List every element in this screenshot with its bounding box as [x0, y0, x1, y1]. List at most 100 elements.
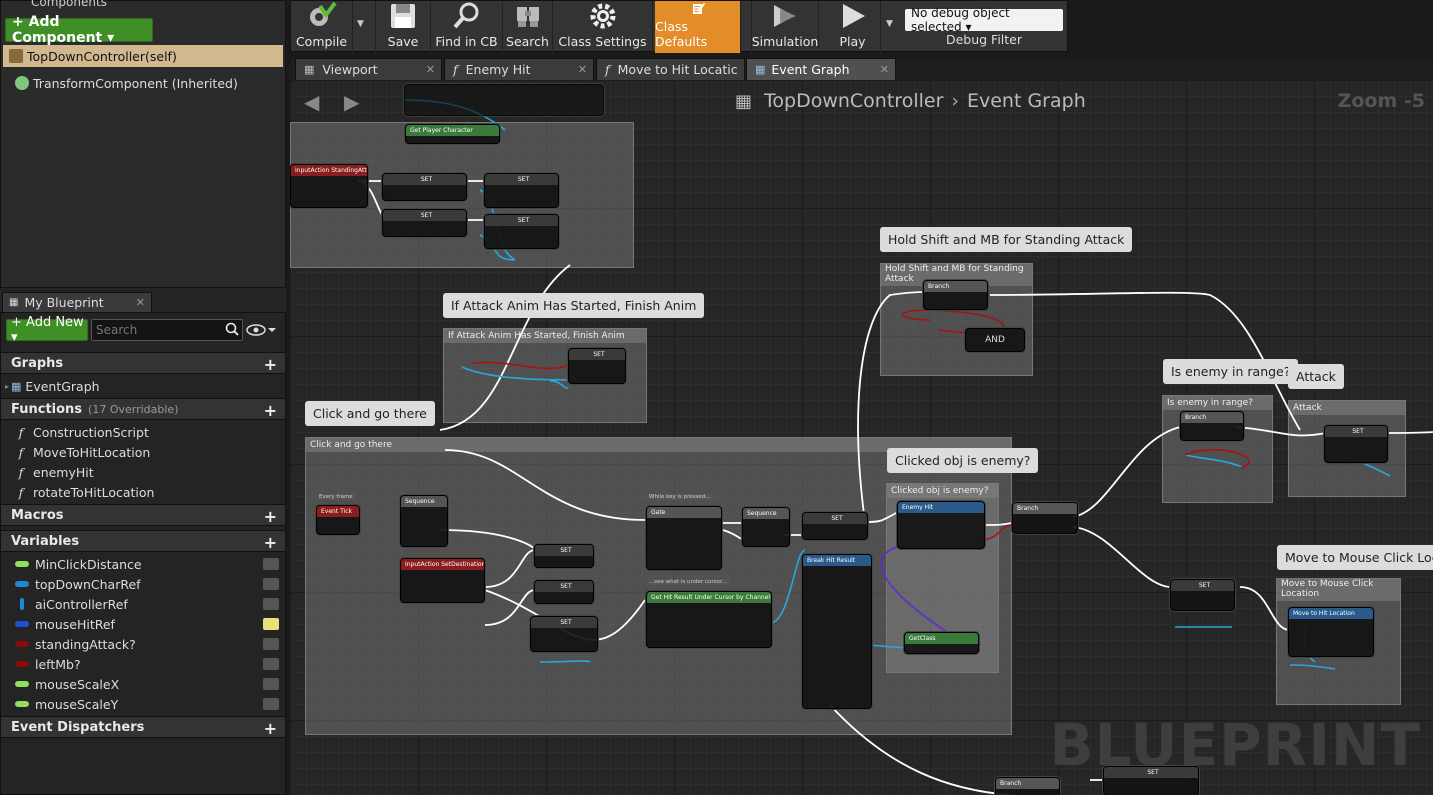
find-in-cb-button[interactable]: Find in CB: [431, 1, 503, 53]
graph-node-input-set-destination[interactable]: InputAction SetDestination: [400, 558, 485, 603]
compile-button[interactable]: Compile: [291, 1, 353, 53]
section-variables[interactable]: Variables+: [1, 530, 285, 552]
graph-node-and[interactable]: AND: [965, 328, 1025, 352]
graph-node-branch[interactable]: Branch: [923, 280, 988, 310]
visibility-toggle[interactable]: [263, 698, 279, 710]
breadcrumb-item[interactable]: TopDownController: [764, 90, 944, 112]
tab-viewport[interactable]: ▦ Viewport✕: [295, 58, 442, 80]
graph-node-event-tick[interactable]: Event Tick: [316, 505, 360, 535]
comment-bubble[interactable]: Click and go there: [305, 401, 435, 426]
eye-icon[interactable]: [246, 322, 276, 338]
variable-item[interactable]: topDownCharRef: [1, 574, 285, 594]
variable-item[interactable]: MinClickDistance: [1, 554, 285, 574]
tab-event-graph[interactable]: ▦ Event Graph✕: [746, 58, 896, 80]
add-function-icon[interactable]: +: [263, 401, 277, 420]
graph-node-move-to-hit-location[interactable]: Move to Hit Location: [1288, 607, 1374, 657]
graph-node-branch[interactable]: Branch: [995, 777, 1060, 795]
add-variable-icon[interactable]: +: [263, 533, 277, 552]
graph-node-get-hit-result[interactable]: Get Hit Result Under Cursor by Channel: [646, 591, 772, 648]
comment-bubble[interactable]: Attack: [1288, 364, 1344, 389]
component-item-transform[interactable]: TransformComponent (Inherited): [3, 72, 283, 94]
add-dispatcher-icon[interactable]: +: [263, 719, 277, 738]
comment-bubble[interactable]: Hold Shift and MB for Standing Attack: [880, 227, 1133, 252]
visibility-toggle[interactable]: [263, 618, 279, 630]
chevron-down-icon[interactable]: ▼: [357, 19, 364, 29]
graph-node-branch[interactable]: Branch: [1180, 411, 1244, 441]
section-event-dispatchers[interactable]: Event Dispatchers+: [1, 716, 285, 738]
component-item-self[interactable]: TopDownController(self): [3, 45, 283, 67]
simulation-button[interactable]: Simulation: [751, 1, 819, 53]
chevron-down-icon[interactable]: ▼: [886, 19, 893, 29]
add-graph-icon[interactable]: +: [263, 355, 277, 374]
graph-node-gate[interactable]: Gate: [646, 506, 722, 570]
forward-arrow-icon[interactable]: ▶: [344, 90, 360, 114]
graph-node-get-class[interactable]: GetClass: [904, 632, 979, 654]
section-macros[interactable]: Macros+: [1, 504, 285, 526]
graph-node-set[interactable]: SET: [484, 214, 559, 249]
add-new-button[interactable]: + Add New ▾: [6, 315, 88, 345]
comment-bubble[interactable]: Is enemy in range?: [1163, 359, 1299, 384]
tab-my-blueprint[interactable]: ▦ My Blueprint ✕: [2, 292, 152, 312]
variable-item[interactable]: mouseHitRef: [1, 614, 285, 634]
graph-node[interactable]: [404, 84, 604, 116]
tab-move-to-hit-location[interactable]: f Move to Hit Locatic: [596, 58, 745, 80]
graph-node-sequence[interactable]: Sequence: [742, 507, 790, 547]
graph-node-set[interactable]: SET: [1324, 425, 1388, 463]
variable-item[interactable]: aiControllerRef: [1, 594, 285, 614]
add-macro-icon[interactable]: +: [263, 507, 277, 526]
visibility-toggle[interactable]: [263, 678, 279, 690]
section-graphs[interactable]: Graphs+: [1, 352, 285, 374]
expand-arrow-icon[interactable]: ▸: [5, 381, 10, 391]
class-defaults-button[interactable]: Class Defaults: [655, 1, 741, 53]
close-icon[interactable]: ✕: [879, 63, 889, 76]
add-component-button[interactable]: + Add Component ▾: [5, 14, 153, 46]
tab-enemy-hit[interactable]: f Enemy Hit✕: [444, 58, 594, 80]
graph-node-set[interactable]: SET: [382, 209, 467, 237]
graph-node-set[interactable]: SET: [484, 173, 559, 208]
graph-node-get-player-character[interactable]: Get Player Character: [405, 124, 500, 144]
graph-node-break-hit-result[interactable]: Break Hit Result: [802, 554, 872, 709]
visibility-toggle[interactable]: [263, 558, 279, 570]
graph-node-set[interactable]: SET: [1103, 766, 1199, 795]
search-icon[interactable]: [225, 322, 239, 336]
comment-bubble[interactable]: If Attack Anim Has Started, Finish Anim: [443, 293, 705, 318]
variable-item[interactable]: standingAttack?: [1, 634, 285, 654]
graph-node-set[interactable]: SET: [802, 512, 868, 540]
search-input[interactable]: [91, 319, 243, 341]
debug-object-select[interactable]: No debug object selected ▾: [905, 6, 1063, 34]
graph-node-set[interactable]: SET: [530, 616, 598, 652]
variable-item[interactable]: mouseScaleX: [1, 674, 285, 694]
graph-node-set[interactable]: SET: [534, 544, 594, 568]
graph-node-enemy-hit[interactable]: Enemy Hit: [897, 501, 985, 549]
variable-item[interactable]: leftMb?: [1, 654, 285, 674]
graph-node-set[interactable]: SET: [382, 173, 467, 201]
save-button[interactable]: Save: [375, 1, 431, 53]
visibility-toggle[interactable]: [263, 598, 279, 610]
graph-node-branch[interactable]: Branch: [1012, 502, 1078, 534]
comment-bubble[interactable]: Clicked obj is enemy?: [887, 448, 1039, 473]
close-icon[interactable]: ✕: [135, 296, 145, 309]
graph-node-set[interactable]: SET: [534, 580, 594, 604]
back-arrow-icon[interactable]: ◀: [304, 90, 320, 114]
close-icon[interactable]: ✕: [425, 63, 435, 76]
play-button[interactable]: Play: [825, 1, 881, 53]
visibility-toggle[interactable]: [263, 658, 279, 670]
graph-item-eventgraph[interactable]: ▸ ▦ EventGraph: [1, 376, 285, 396]
close-icon[interactable]: ✕: [577, 63, 587, 76]
event-graph-canvas[interactable]: Hold Shift and MB for Standing Attack If…: [290, 80, 1433, 795]
class-settings-button[interactable]: Class Settings: [553, 1, 653, 53]
variable-item[interactable]: mouseScaleY: [1, 694, 285, 714]
graph-node-sequence[interactable]: Sequence: [400, 495, 448, 547]
graph-node-set[interactable]: SET: [1170, 579, 1235, 611]
comment-bubble[interactable]: Move to Mouse Click Loca: [1277, 545, 1433, 570]
visibility-toggle[interactable]: [263, 578, 279, 590]
search-button[interactable]: Search: [503, 1, 553, 53]
section-functions[interactable]: Functions(17 Overridable)+: [1, 398, 285, 420]
visibility-toggle[interactable]: [263, 638, 279, 650]
graph-node-set[interactable]: SET: [568, 348, 626, 384]
